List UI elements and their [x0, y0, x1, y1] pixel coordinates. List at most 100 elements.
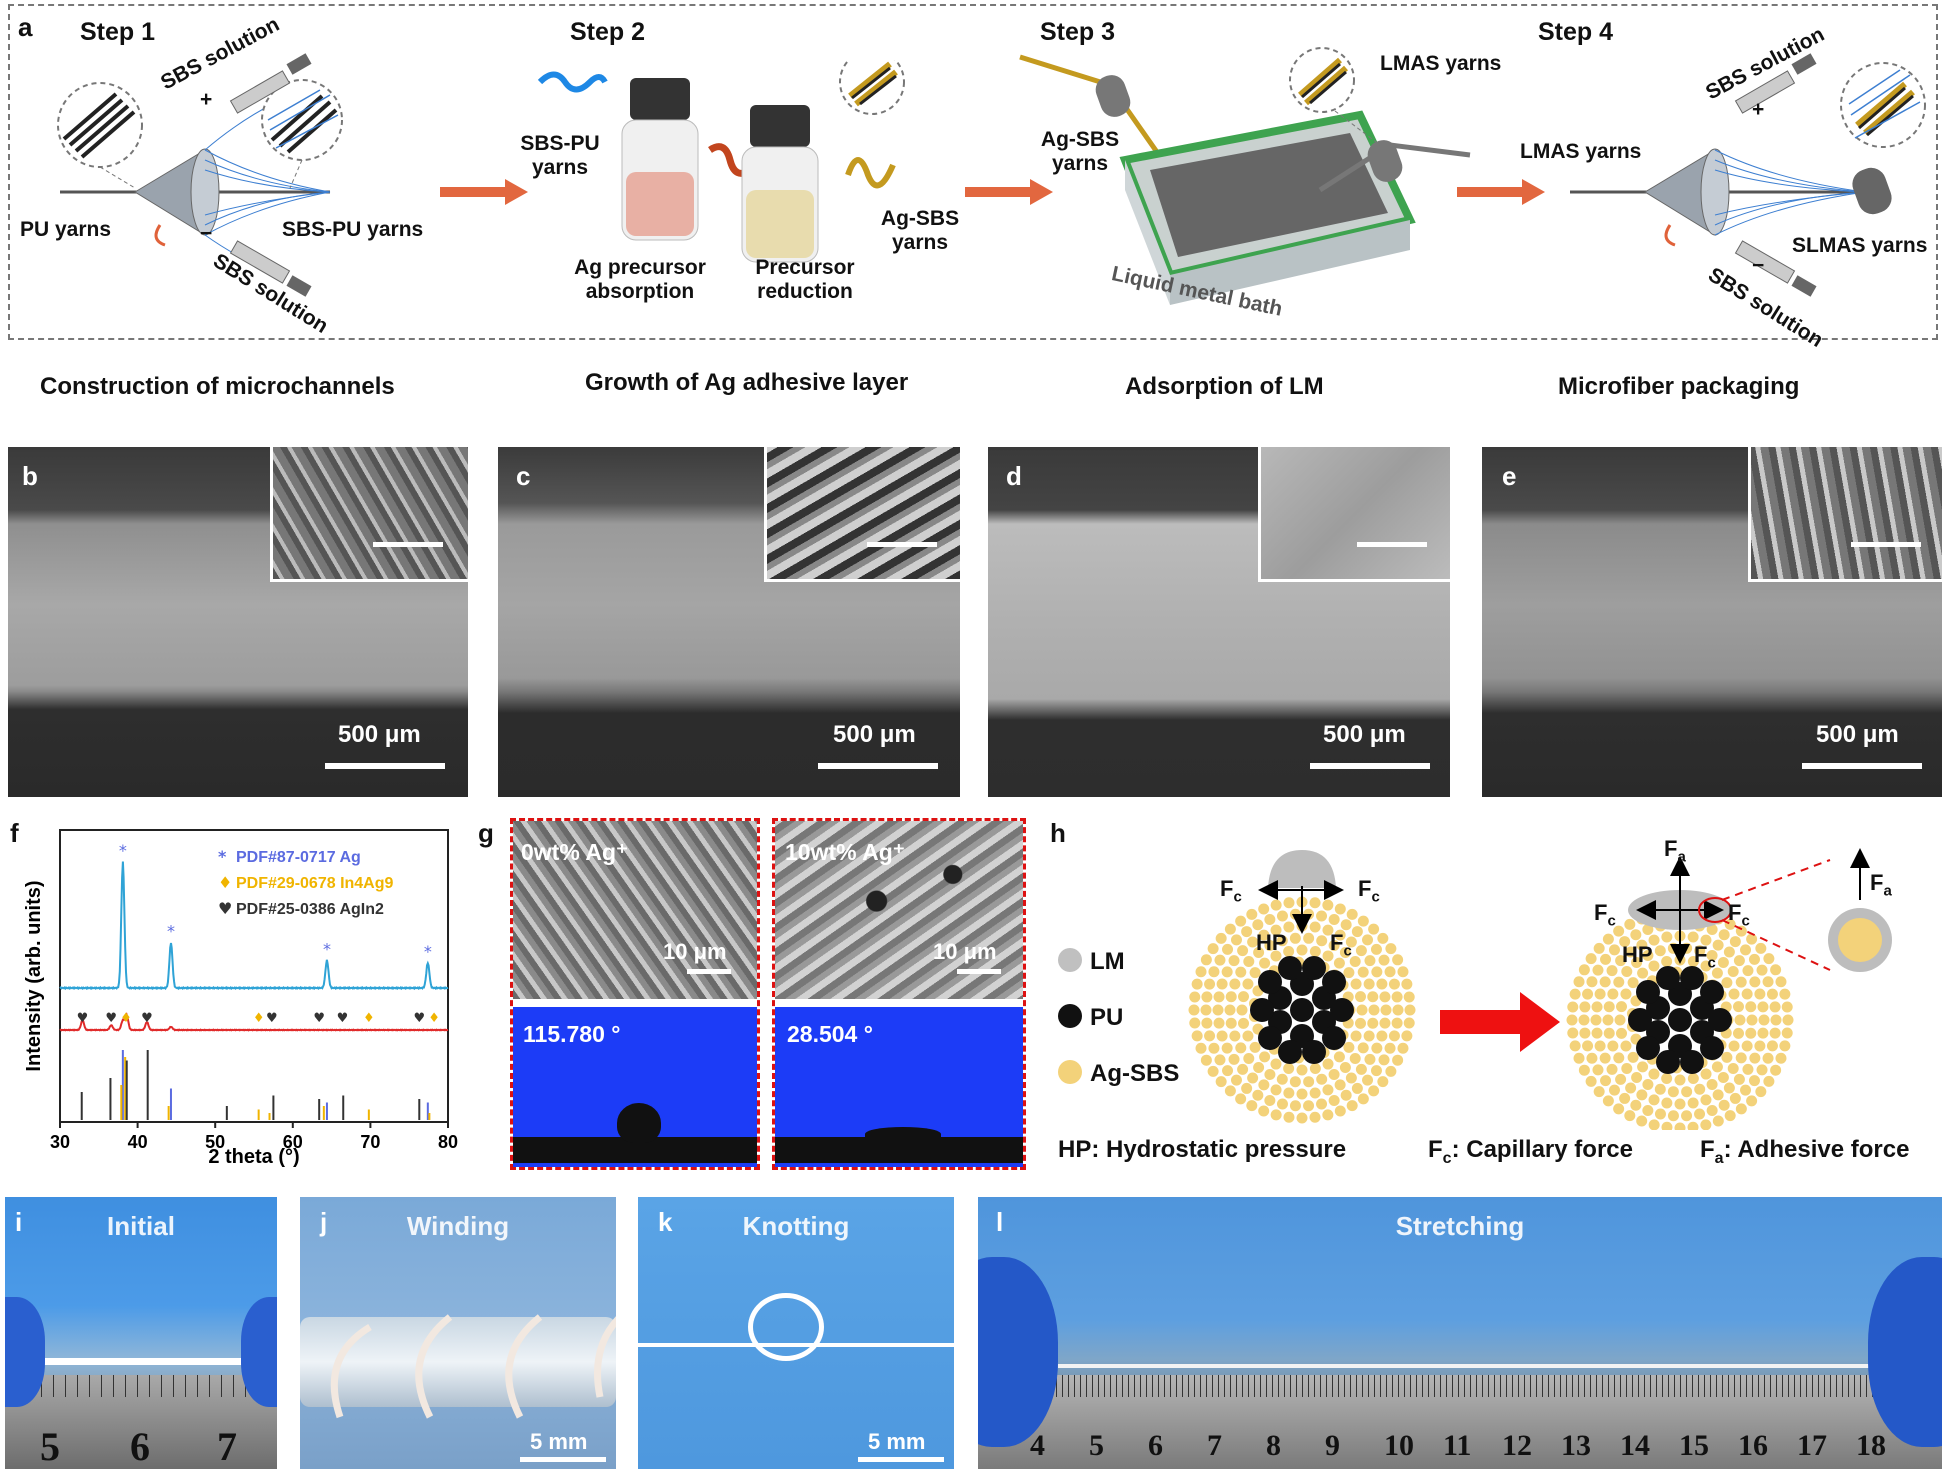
pu-fibre: [1258, 1026, 1282, 1050]
ag-sbs-particle: [1706, 950, 1718, 962]
ag-sbs-particle: [1757, 1027, 1769, 1039]
step-1-pu-yarns-label: PU yarns: [20, 218, 112, 241]
step-2-caption: Growth of Ag adhesive layer: [585, 369, 909, 396]
ag-sbs-particle: [1237, 1063, 1249, 1075]
ag-sbs-particle: [1740, 944, 1752, 956]
ag-sbs-particle: [1377, 932, 1389, 944]
ag-sbs-particle: [1377, 1076, 1389, 1088]
ag-sbs-particle: [1769, 1001, 1781, 1013]
ag-sbs-particle: [1727, 965, 1739, 977]
wound-yarn: [330, 1314, 616, 1419]
ag-sbs-particle: [1627, 1051, 1639, 1063]
ruler-number: 6: [1148, 1429, 1163, 1462]
step-4-plus-label: +: [1752, 98, 1765, 121]
ag-sbs-particle: [1328, 914, 1340, 926]
ag-sbs-particle: [1392, 954, 1404, 966]
ag-sbs-particle: [1356, 1004, 1368, 1016]
ag-sbs-particle: [1189, 1017, 1201, 1029]
ruler-number: 6: [130, 1424, 150, 1469]
ag-sbs-particle: [1779, 988, 1791, 1000]
ag-sbs-particle: [1637, 967, 1649, 979]
ag-sbs-particle: [1309, 921, 1321, 933]
adhesion-mechanism-diagram: [1058, 848, 1892, 1130]
ag-sbs-particle: [1309, 946, 1321, 958]
ag-sbs-particle: [1316, 1073, 1328, 1085]
ag-sbs-particle: [1636, 939, 1648, 951]
ag-sbs-particle: [1613, 976, 1625, 988]
ag-sbs-particle: [1235, 915, 1247, 927]
ag-sbs-particle: [1276, 935, 1288, 947]
ag-sbs-particle: [1391, 1017, 1403, 1029]
ag-sbs-particle: [1316, 935, 1328, 947]
step-2-ag-precursor-label: Ag precursor absorption: [574, 256, 706, 303]
ruler-number: 18: [1856, 1429, 1886, 1462]
ag-sbs-particle: [1712, 1115, 1724, 1127]
ag-sbs-particle: [1364, 955, 1376, 967]
ag-sbs-particle: [1221, 966, 1233, 978]
ag-sbs-particle: [1755, 1086, 1767, 1098]
ag-sbs-particle: [1741, 1040, 1753, 1052]
ag-sbs-particle: [1388, 978, 1400, 990]
ag-sbs-particle: [1631, 957, 1643, 969]
pu-fibre: [1250, 998, 1274, 1022]
ag-sbs-particle: [1212, 1004, 1224, 1016]
ag-sbs-particle: [1368, 1085, 1380, 1097]
ag-sbs-particle: [1624, 918, 1636, 930]
ag-sbs-particle: [1602, 1095, 1614, 1107]
ag-sbs-particle: [1757, 1001, 1769, 1013]
lm-droplet: [1268, 850, 1336, 888]
ag-sbs-particle: [1216, 978, 1228, 990]
ag-sbs-particle: [1602, 933, 1614, 945]
ag-sbs-particle: [1296, 1088, 1308, 1100]
x-tick-label: 80: [438, 1132, 458, 1152]
ag-sbs-particle: [1289, 932, 1301, 944]
ag-sbs-particle: [1600, 953, 1612, 965]
ag-sbs-particle: [1238, 991, 1250, 1003]
ag-sbs-particle: [1732, 1027, 1744, 1039]
inset-scale-bar: [867, 542, 937, 547]
phase-peak-marker: ♦: [363, 1011, 375, 1026]
ag-sbs-particle: [1602, 1014, 1614, 1026]
legend-label-ag-sbs: Ag-SBS: [1090, 1060, 1180, 1087]
ag-sbs-particle: [1322, 899, 1334, 911]
sem-inset-c: [764, 447, 960, 582]
ag-sbs-particle: [1766, 988, 1778, 1000]
ag-sbs-particle: [1567, 1001, 1579, 1013]
sem-image-e: e 500 μm: [1482, 447, 1942, 797]
ag-sbs-particle: [1579, 1027, 1591, 1039]
ag-sbs-particle: [1357, 1093, 1369, 1105]
droplet-0wt: [617, 1103, 661, 1143]
ag-sbs-particle: [1392, 1004, 1404, 1016]
ag-sbs-particle: [1346, 1100, 1358, 1112]
droplet-10wt: [865, 1127, 941, 1141]
photo-initial: i Initial 5 6 7: [5, 1197, 277, 1469]
legend-swatch-pu: [1058, 1004, 1082, 1028]
ag-sbs-particle: [1241, 1082, 1253, 1094]
ag-sbs-particle: [1283, 897, 1295, 909]
ag-sbs-particle: [1357, 1042, 1369, 1054]
ruler-ticks: [978, 1375, 1942, 1397]
ag-sbs-particle: [1732, 1001, 1744, 1013]
transition-arrow: [1440, 992, 1560, 1052]
ag-sbs-particle: [1392, 1054, 1404, 1066]
ag-sbs-particle: [1309, 1062, 1321, 1074]
ag-sbs-particle: [1717, 1071, 1729, 1083]
ag-sbs-particle: [1578, 964, 1590, 976]
ag-peak-marker: *: [424, 942, 432, 961]
ag-sbs-particle: [1228, 955, 1240, 967]
ag-sbs-particle: [1188, 1004, 1200, 1016]
ag-sbs-particle: [1712, 1089, 1724, 1101]
ag-sbs-particle: [1620, 988, 1632, 1000]
ag-sbs-particle: [1225, 991, 1237, 1003]
ag-sbs-particle: [1379, 991, 1391, 1003]
ag-sbs-particle: [1270, 924, 1282, 936]
ag-sbs-particle: [1582, 988, 1594, 1000]
ag-sbs-particle: [1600, 1075, 1612, 1087]
scale-label-e: 500 μm: [1816, 721, 1899, 748]
ag-sbs-particle: [1593, 942, 1605, 954]
ag-sbs-particle: [1334, 1079, 1346, 1091]
ag-sbs-particle: [1769, 1027, 1781, 1039]
ag-sbs-particle: [1585, 1075, 1597, 1087]
pu-fibre: [1302, 1040, 1326, 1064]
ag-sbs-particle: [1569, 1040, 1581, 1052]
